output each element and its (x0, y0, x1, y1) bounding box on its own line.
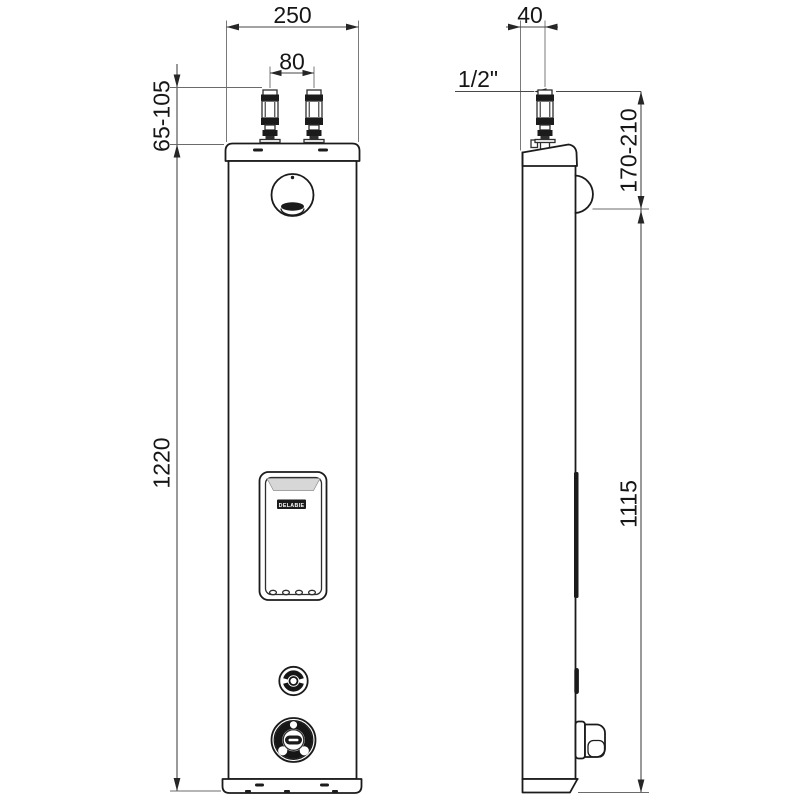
dimension-front-left-vertical: 65-105 1220 (149, 64, 262, 792)
side-temperature-knob (574, 720, 606, 760)
side-panel-body (521, 151, 579, 780)
dimension-front-width: 250 (226, 2, 359, 142)
front-base-slots (245, 783, 338, 793)
dim-arrow (637, 91, 645, 105)
shower-head (270, 173, 315, 217)
side-inlet-tab (530, 139, 539, 149)
front-base (221, 778, 363, 794)
front-top-cap (224, 142, 361, 162)
dim-arrow (545, 23, 558, 31)
dimension-annotations: 250 80 65-105 1220 (149, 2, 649, 793)
water-inlet-connector-left (259, 89, 281, 144)
dimension-side-wall-offset: 40 (506, 2, 558, 151)
dim-arrow (346, 23, 359, 31)
dim-side-lower-height-label: 1115 (616, 480, 642, 528)
side-top-cap (521, 143, 578, 167)
dim-side-head-offset-label: 170-210 (616, 108, 642, 192)
water-inlet-connector-right (303, 89, 325, 144)
dim-arrow (302, 69, 314, 77)
dim-arrow (173, 144, 181, 158)
side-view (521, 89, 606, 794)
dimension-side-head-offset: 170-210 (592, 91, 649, 210)
push-button-unit: DELABIE (258, 471, 328, 601)
dimension-side-lower-height: 1115 (578, 209, 649, 793)
brand-plate (277, 499, 306, 509)
button-bottom-notches (268, 589, 317, 596)
flow-control-knob (278, 665, 309, 697)
dim-front-spacing-label: 80 (279, 49, 305, 75)
dimension-side-thread: 1/2" (455, 66, 641, 95)
front-cap-slot-right (318, 148, 328, 152)
side-base (521, 778, 579, 794)
dimension-front-inlet-spacing: 80 (269, 49, 315, 88)
side-water-inlet-connector (534, 89, 556, 144)
dim-arrow (173, 74, 181, 88)
front-view: DELABIE (221, 89, 363, 794)
dim-side-thread-label: 1/2" (458, 66, 498, 92)
dim-arrow (270, 69, 282, 77)
temperature-control-knob (270, 717, 317, 763)
button-top-shade (266, 478, 321, 491)
dim-side-offset-label: 40 (517, 2, 543, 28)
dim-arrow (637, 196, 645, 209)
dim-front-inlet-height-label: 65-105 (149, 80, 175, 152)
dim-front-width-label: 250 (273, 2, 311, 28)
side-button-edge (574, 472, 579, 598)
dim-arrow (637, 210, 645, 224)
dim-arrow (173, 778, 181, 791)
side-flow-knob-edge (574, 668, 579, 694)
brand-label: DELABIE (279, 503, 305, 509)
dim-arrow (508, 23, 521, 31)
dim-front-height-label: 1220 (149, 437, 175, 488)
side-shower-head-bulge (574, 174, 594, 214)
dim-arrow (226, 23, 239, 31)
dim-arrow (637, 779, 645, 793)
front-cap-slot-left (253, 148, 263, 152)
